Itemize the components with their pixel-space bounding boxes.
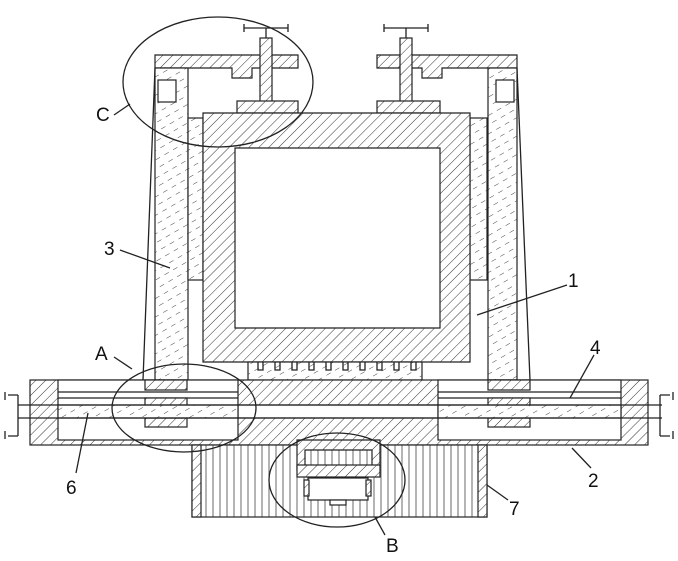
label-c: C <box>96 105 110 126</box>
clamp-screws <box>237 24 440 113</box>
label-2: 2 <box>588 471 599 492</box>
label-1: 1 <box>568 271 579 292</box>
top-clamp-frame <box>155 55 517 78</box>
label-4: 4 <box>590 338 601 359</box>
mold-frame <box>203 113 470 380</box>
label-3: 3 <box>104 239 115 260</box>
lower-housing <box>192 440 487 517</box>
label-b: B <box>386 536 399 557</box>
label-a: A <box>95 344 108 365</box>
label-7: 7 <box>509 499 520 520</box>
label-6: 6 <box>66 478 77 499</box>
